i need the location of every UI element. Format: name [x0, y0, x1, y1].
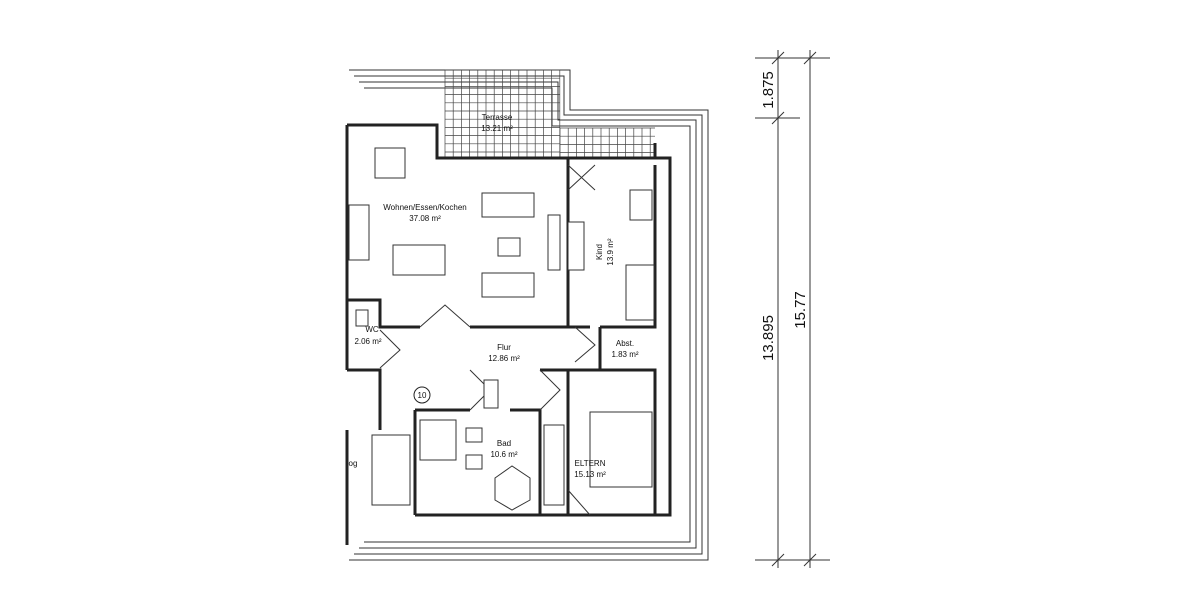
kitchen-counter — [374, 147, 406, 179]
room-name-wohnen: Wohnen/Essen/Kochen — [383, 203, 466, 212]
room-area-kind: 13.9 m² — [606, 238, 615, 265]
room-area-terrasse: 13.21 m² — [481, 124, 513, 133]
desk-kind — [629, 189, 653, 221]
room-name-partial: og — [349, 459, 358, 468]
sofa-top — [481, 192, 535, 218]
room-name-eltern: ELTERN — [575, 459, 606, 468]
dimension-total: 15.77 — [792, 291, 809, 329]
bathtub — [494, 465, 531, 511]
room-area-eltern: 15.13 m² — [574, 470, 606, 479]
room-area-wohnen: 37.08 m² — [409, 214, 441, 223]
room-area-wc: 2.06 m² — [354, 337, 381, 346]
stair-rail — [483, 379, 499, 409]
room-name-bad: Bad — [497, 439, 511, 448]
dimension-middle: 13.895 — [760, 315, 777, 361]
wc-toilet — [355, 309, 369, 327]
wardrobe-eltern — [543, 424, 565, 506]
dimension-top: 1.875 — [760, 71, 777, 109]
room-area-flur: 12.86 m² — [488, 354, 520, 363]
stairs — [371, 434, 411, 506]
shower — [419, 419, 457, 461]
coffee-table — [497, 237, 521, 257]
room-name-kind: Kind — [595, 244, 604, 260]
fireplace — [348, 204, 370, 261]
room-name-abst: Abst. — [616, 339, 634, 348]
dimension-lines: 1.875 13.895 15.77 — [755, 50, 830, 568]
dining-table — [392, 244, 446, 276]
marker-label: 10 — [418, 391, 427, 400]
room-name-terrasse: Terrasse — [482, 113, 513, 122]
sofa-bottom — [481, 272, 535, 298]
room-name-flur: Flur — [497, 343, 511, 352]
wardrobe-kind — [567, 221, 585, 271]
door-swings — [379, 164, 596, 516]
walls — [345, 123, 672, 545]
room-name-wc: WC — [365, 325, 379, 334]
bed-eltern — [589, 411, 653, 488]
terrace-tiles — [444, 69, 655, 158]
sink-1 — [465, 427, 483, 443]
bed-kind — [625, 264, 655, 321]
room-area-bad: 10.6 m² — [490, 450, 517, 459]
furniture — [348, 147, 655, 511]
tv-unit — [547, 214, 561, 271]
room-labels: Terrasse 13.21 m² Wohnen/Essen/Kochen 37… — [349, 113, 639, 479]
room-area-abst: 1.83 m² — [611, 350, 638, 359]
marker: 10 — [413, 386, 431, 404]
sink-2 — [465, 454, 483, 470]
